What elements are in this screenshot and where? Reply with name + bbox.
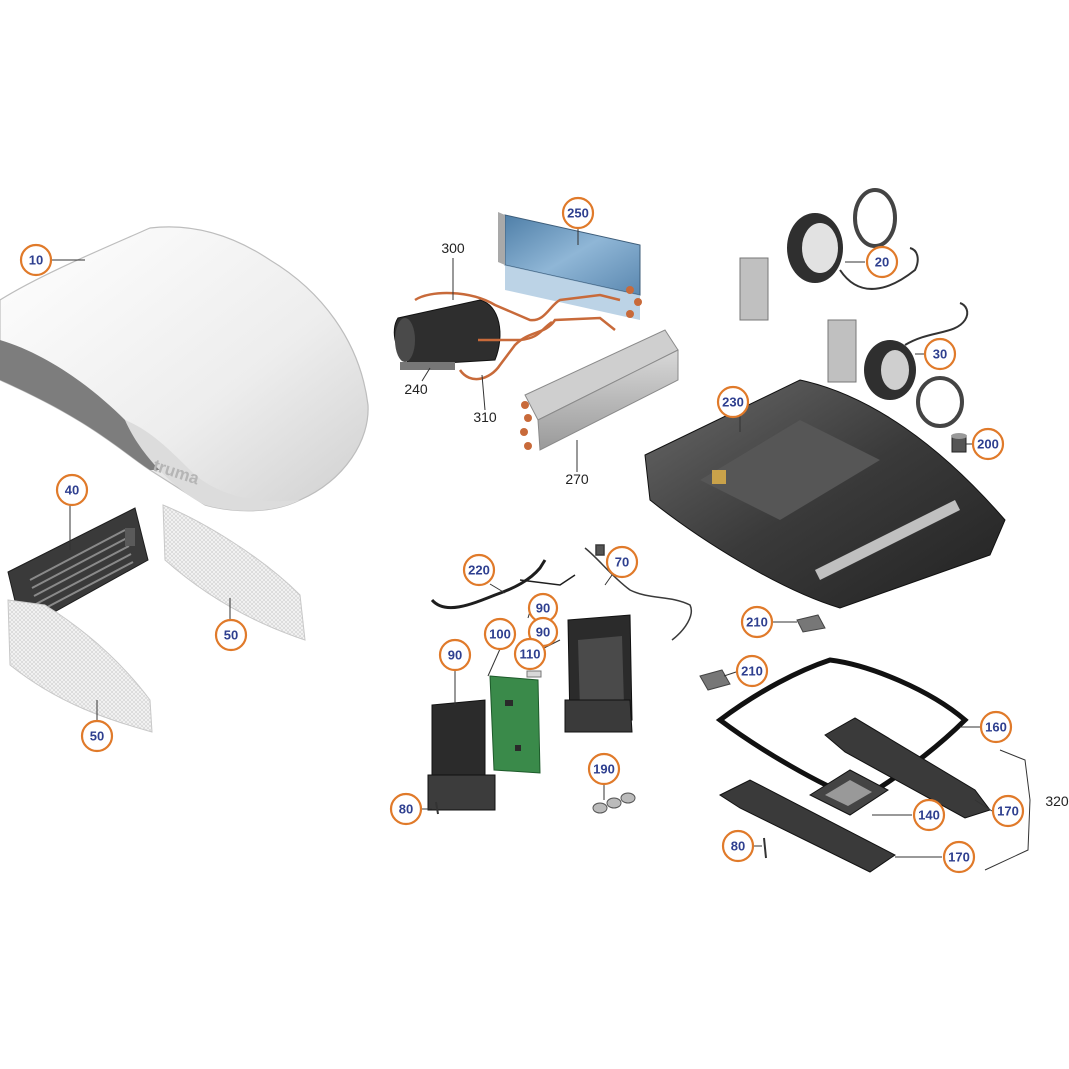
callout-210-upper: 210 bbox=[740, 605, 774, 639]
svg-text:90: 90 bbox=[536, 625, 550, 640]
mounting-plate-part-170-lower bbox=[718, 779, 896, 873]
blower-fan-part-30 bbox=[827, 302, 969, 428]
condenser-part-270 bbox=[520, 329, 679, 451]
blower-fan-part-20 bbox=[739, 188, 919, 321]
callout-50-upper: 50 bbox=[214, 618, 248, 652]
svg-text:230: 230 bbox=[722, 395, 744, 410]
screw-part-80-left bbox=[435, 801, 439, 815]
svg-text:200: 200 bbox=[977, 437, 999, 452]
callout-200: 200 bbox=[971, 427, 1005, 461]
pcb-part-100 bbox=[489, 675, 541, 774]
callout-10: 10 bbox=[19, 243, 53, 277]
wiring-harness-part-70 bbox=[584, 544, 692, 641]
svg-text:210: 210 bbox=[741, 664, 763, 679]
leader-lines bbox=[52, 228, 993, 858]
svg-text:110: 110 bbox=[520, 647, 541, 662]
base-pan-part-230 bbox=[644, 379, 1006, 609]
label-270: 270 bbox=[565, 471, 589, 487]
callout-80-right: 80 bbox=[721, 829, 755, 863]
callout-70: 70 bbox=[605, 545, 639, 579]
svg-text:20: 20 bbox=[875, 255, 889, 270]
svg-text:210: 210 bbox=[746, 615, 768, 630]
compressor-part-240 bbox=[393, 299, 501, 370]
svg-text:190: 190 bbox=[593, 762, 615, 777]
callout-30: 30 bbox=[923, 337, 957, 371]
screw-set-part-190 bbox=[592, 792, 636, 814]
svg-text:30: 30 bbox=[933, 347, 947, 362]
callout-170-upper: 170 bbox=[991, 794, 1025, 828]
cap-part-200 bbox=[951, 433, 967, 453]
svg-text:160: 160 bbox=[985, 720, 1007, 735]
filter-part-50-lower bbox=[7, 599, 153, 733]
svg-text:90: 90 bbox=[448, 648, 462, 663]
callout-110: 110 bbox=[513, 637, 547, 671]
callout-100: 100 bbox=[483, 617, 517, 651]
callout-170-lower: 170 bbox=[942, 840, 976, 874]
callout-40: 40 bbox=[55, 473, 89, 507]
callout-190: 190 bbox=[587, 752, 621, 786]
callout-50-lower: 50 bbox=[80, 719, 114, 753]
svg-text:80: 80 bbox=[399, 802, 413, 817]
wiring-harness-part-220 bbox=[430, 559, 576, 610]
svg-text:170: 170 bbox=[948, 850, 970, 865]
svg-text:70: 70 bbox=[615, 555, 629, 570]
roof-cover-part-10: truma bbox=[0, 226, 369, 512]
electronics-cover-part-90-left bbox=[427, 699, 496, 811]
svg-text:250: 250 bbox=[567, 206, 589, 221]
pad-part-210-lower bbox=[699, 669, 731, 691]
svg-text:100: 100 bbox=[489, 627, 511, 642]
duct-frame-part-140 bbox=[808, 769, 889, 816]
svg-text:90: 90 bbox=[536, 601, 550, 616]
pad-part-210-upper bbox=[796, 614, 826, 633]
label-300: 300 bbox=[441, 240, 465, 256]
grille-part-40 bbox=[7, 507, 149, 631]
svg-text:220: 220 bbox=[468, 563, 490, 578]
svg-text:10: 10 bbox=[29, 253, 43, 268]
svg-text:140: 140 bbox=[918, 808, 940, 823]
screw-part-80-right bbox=[763, 837, 767, 859]
callouts: 10 250 20 30 230 200 40 50 50 220 70 90 … bbox=[19, 196, 1025, 874]
svg-text:50: 50 bbox=[90, 729, 104, 744]
seal-ring-part-160 bbox=[715, 657, 969, 803]
label-240: 240 bbox=[404, 381, 428, 397]
svg-text:40: 40 bbox=[65, 483, 79, 498]
svg-text:170: 170 bbox=[997, 804, 1019, 819]
plain-labels: 300 240 310 270 320 bbox=[404, 240, 1069, 809]
label-320: 320 bbox=[1045, 793, 1069, 809]
svg-text:50: 50 bbox=[224, 628, 238, 643]
callout-140: 140 bbox=[912, 798, 946, 832]
fuse-part-110 bbox=[526, 670, 542, 678]
callout-80-left: 80 bbox=[389, 792, 423, 826]
electronics-housing-part-90-right bbox=[564, 614, 633, 733]
assembly-bracket-320 bbox=[984, 749, 1031, 871]
filter-part-50-upper bbox=[162, 504, 306, 641]
callout-210-lower: 210 bbox=[735, 654, 769, 688]
callout-160: 160 bbox=[979, 710, 1013, 744]
callout-90-c: 90 bbox=[438, 638, 472, 672]
label-310: 310 bbox=[473, 409, 497, 425]
evaporator-coil-part-250 bbox=[498, 212, 642, 320]
callout-220: 220 bbox=[462, 553, 496, 587]
callout-250: 250 bbox=[561, 196, 595, 230]
callout-230: 230 bbox=[716, 385, 750, 419]
svg-text:80: 80 bbox=[731, 839, 745, 854]
callout-20: 20 bbox=[865, 245, 899, 279]
refrigerant-pipes-part-300-310 bbox=[414, 291, 621, 381]
